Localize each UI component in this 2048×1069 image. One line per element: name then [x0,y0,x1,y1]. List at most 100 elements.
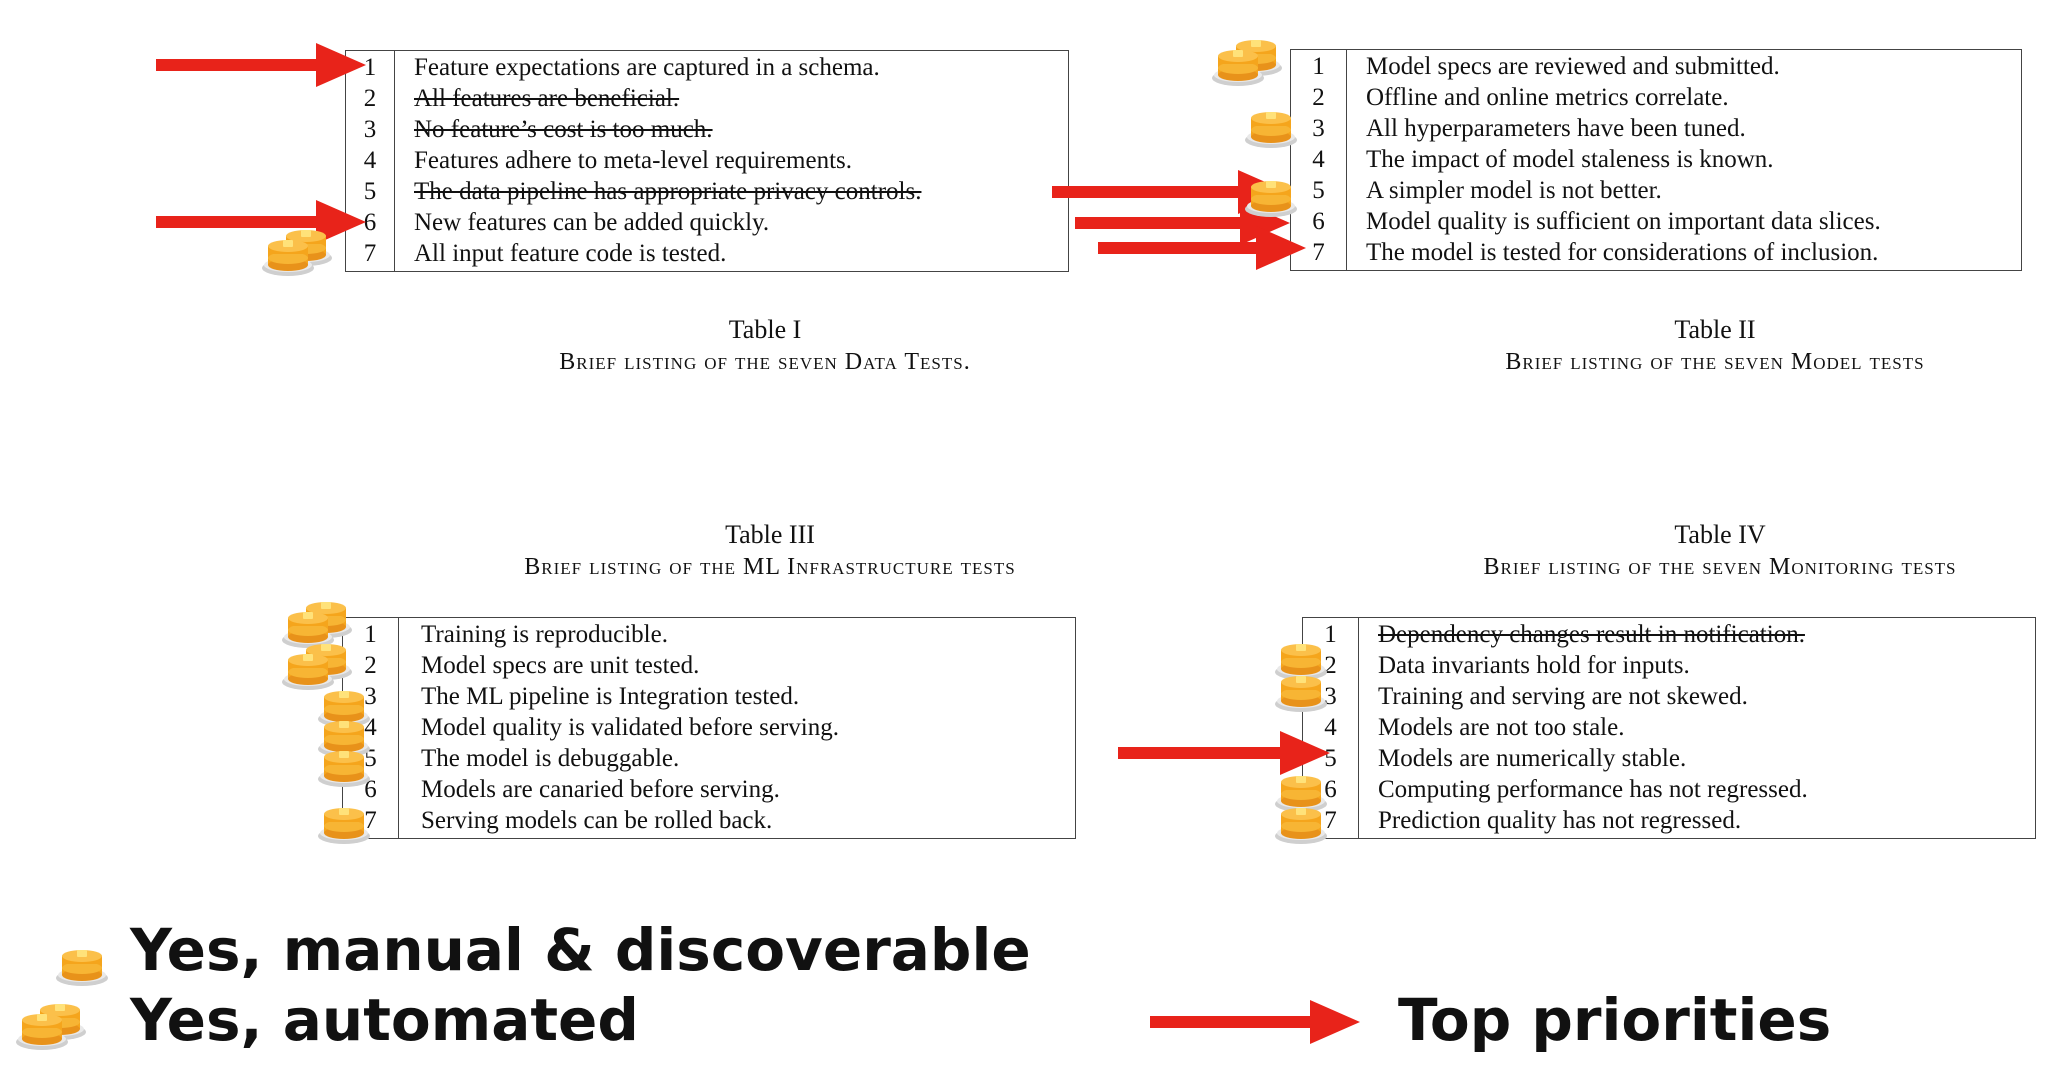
table-row: 4 The impact of model staleness is known. [1291,144,2021,175]
row-text: Dependency changes result in notificatio… [1378,621,1805,648]
table-row: 1 Dependency changes result in notificati… [1303,619,2035,650]
caption-subtitle: Brief listing of the seven Model tests [1505,349,1925,375]
caption-title: Table II [1674,315,1756,344]
row-text: The impact of model staleness is known. [1366,146,1774,173]
row-text: Feature expectations are captured in a s… [414,54,880,81]
row-text: Prediction quality has not regressed. [1378,807,1742,834]
row-text: A simpler model is not better. [1366,177,1662,204]
row-text: Training is reproducible. [421,621,668,648]
row-text: Model quality is sufficient on important… [1366,208,1881,235]
manual-pancake-icon [1275,808,1327,844]
table-row: 5 The data pipeline has appropriate priva… [346,176,1068,207]
row-number: 7 [363,240,377,267]
row-number: 2 [1312,84,1325,111]
row-number: 3 [1312,115,1325,142]
row-text: Offline and online metrics correlate. [1366,84,1729,111]
table-row: 6 Model quality is sufficient on importan… [1291,206,2021,237]
priority-arrow-icon [156,200,366,244]
infrastructure-tests-table: 1 Training is reproducible. 2 Model specs a… [342,617,1076,839]
table-row: 4 Features adhere to meta-level requireme… [346,145,1068,176]
table-row: 5 Models are numerically stable. [1303,743,2035,774]
row-number: 1 [1324,621,1337,648]
caption-subtitle: Brief listing of the ML Infrastructure t… [524,554,1016,580]
table-row: 3 The ML pipeline is Integration tested. [343,681,1075,712]
automated-pancake-icon [262,222,342,278]
table-row: 2 All features are beneficial. [346,83,1068,114]
manual-pancake-icon [1245,112,1297,148]
caption-title: Table III [725,520,815,549]
row-text: Serving models can be rolled back. [421,807,773,834]
row-text: Model specs are unit tested. [421,652,700,679]
row-number: 5 [1324,745,1337,772]
priority-arrow-icon [1118,731,1330,775]
caption-subtitle: Brief listing of the seven Data Tests. [559,349,971,375]
row-text: The ML pipeline is Integration tested. [421,683,800,710]
priority-arrow-icon [1098,226,1306,270]
row-text: Models are numerically stable. [1378,745,1687,772]
row-number: 4 [1312,146,1325,173]
manual-pancake-icon [318,751,370,787]
row-text: Data invariants hold for inputs. [1378,652,1690,679]
row-text: No feature’s cost is too much. [414,116,713,143]
table-row: 6 Computing performance has not regressed… [1303,774,2035,805]
automated-pancake-icon [1212,28,1292,98]
caption-subtitle: Brief listing of the seven Monitoring te… [1483,554,1957,580]
row-number: 3 [1324,683,1337,710]
table-row: 6 Models are canaried before serving. [343,774,1075,805]
row-number: 6 [1324,776,1337,803]
row-text: Training and serving are not skewed. [1378,683,1748,710]
table-iii-caption: Table III Brief listing of the ML Infras… [400,518,1140,582]
table-row: 3 Training and serving are not skewed. [1303,681,2035,712]
caption-title: Table IV [1674,520,1766,549]
row-number: 6 [363,209,377,236]
row-number: 4 [1324,714,1337,741]
row-text: Model quality is validated before servin… [421,714,839,741]
row-number: 7 [364,807,377,834]
row-text: The data pipeline has appropriate privac… [414,178,922,205]
row-number: 1 [364,621,377,648]
row-number: 5 [1312,177,1325,204]
table-row: 5 A simpler model is not better. [1291,175,2021,206]
table-ii-caption: Table II Brief listing of the seven Mode… [1390,313,2040,377]
row-text: Models are not too stale. [1378,714,1625,741]
table-row: 1 Training is reproducible. [343,619,1075,650]
column-divider [398,618,399,838]
row-number: 2 [363,85,377,112]
table-row: 2 Offline and online metrics correlate. [1291,82,2021,113]
legend-manual-label: Yes, manual & discoverable [130,916,1031,984]
row-text: Model specs are reviewed and submitted. [1366,53,1780,80]
row-number: 3 [364,683,377,710]
row-number: 5 [363,178,377,205]
row-number: 4 [363,147,377,174]
table-row: 7 The model is tested for considerations … [1291,237,2021,268]
column-divider [1346,50,1347,270]
row-text: The model is tested for considerations o… [1366,239,1879,266]
column-divider [1358,618,1359,838]
monitoring-tests-table: 1 Dependency changes result in notificati… [1302,617,2036,839]
row-text: Features adhere to meta-level requiremen… [414,147,853,174]
row-number: 6 [1312,208,1325,235]
row-number: 2 [364,652,377,679]
priority-arrow-icon [156,43,366,87]
row-text: All features are beneficial. [414,85,680,112]
row-number: 7 [1312,239,1325,266]
manual-pancake-icon [1245,181,1297,217]
table-row: 7 Prediction quality has not regressed. [1303,805,2035,836]
table-row: 7 All input feature code is tested. [346,238,1068,269]
row-text: Computing performance has not regressed. [1378,776,1808,803]
row-number: 7 [1324,807,1337,834]
row-text: All input feature code is tested. [414,240,727,267]
manual-pancake-icon [318,808,370,844]
row-text: Models are canaried before serving. [421,776,780,803]
table-row: 7 Serving models can be rolled back. [343,805,1075,836]
row-number: 6 [364,776,377,803]
table-i-caption: Table I Brief listing of the seven Data … [345,313,1185,377]
